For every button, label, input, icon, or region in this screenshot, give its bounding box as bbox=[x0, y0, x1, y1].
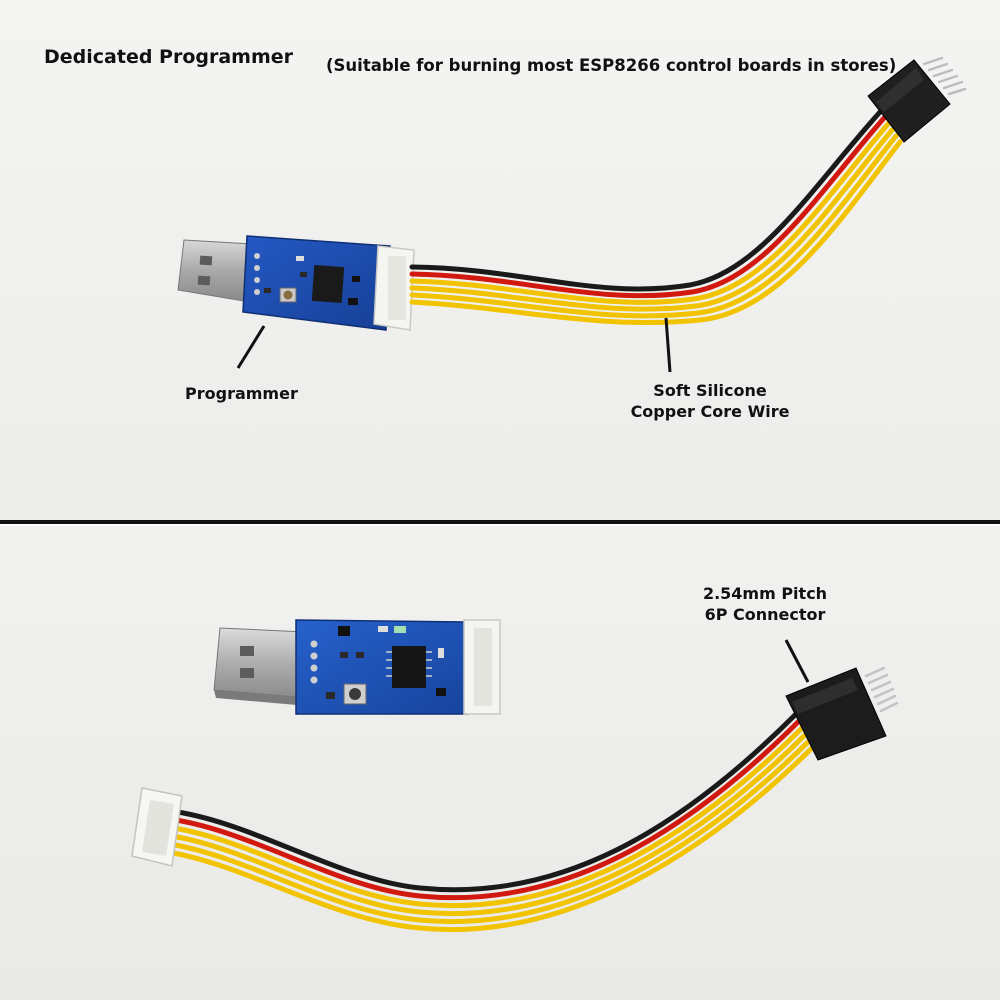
board-jst-connector-bottom bbox=[463, 619, 501, 715]
usb-plug-bottom bbox=[213, 627, 311, 706]
bottom-panel bbox=[0, 526, 1000, 1000]
page-title: Dedicated Programmer bbox=[44, 46, 294, 68]
programmer-label: Programmer bbox=[185, 384, 298, 403]
page-subtitle: (Suitable for burning most ESP8266 contr… bbox=[326, 56, 897, 75]
connector-label: 2.54mm Pitch 6P Connector bbox=[680, 583, 850, 625]
wire-callout-line bbox=[664, 317, 672, 373]
dupont-header-bottom bbox=[785, 666, 899, 761]
dupont-header-top bbox=[867, 56, 967, 143]
connector-callout-line bbox=[784, 639, 810, 683]
wire-label: Soft Silicone Copper Core Wire bbox=[610, 380, 810, 422]
ribbon-cable bbox=[409, 109, 903, 326]
cable-jst-plug bbox=[131, 787, 183, 867]
programmer-callout-line bbox=[236, 325, 266, 369]
connector-label-line-1: 2.54mm Pitch bbox=[702, 584, 828, 603]
connector-label-line-2: 6P Connector bbox=[704, 605, 826, 624]
board-jst-connector bbox=[373, 245, 415, 331]
top-panel: Dedicated Programmer (Suitable for burni… bbox=[0, 0, 1000, 520]
programmer-board bbox=[242, 235, 391, 331]
loose-cable bbox=[165, 711, 819, 932]
bottom-photo-scene bbox=[131, 619, 899, 932]
wire-label-line-1: Soft Silicone bbox=[653, 381, 767, 400]
top-photo-scene bbox=[177, 56, 967, 373]
usb-plug bbox=[177, 239, 253, 303]
wire-label-line-2: Copper Core Wire bbox=[630, 402, 790, 421]
panel-divider bbox=[0, 520, 1000, 524]
programmer-board-bottom bbox=[295, 619, 469, 715]
